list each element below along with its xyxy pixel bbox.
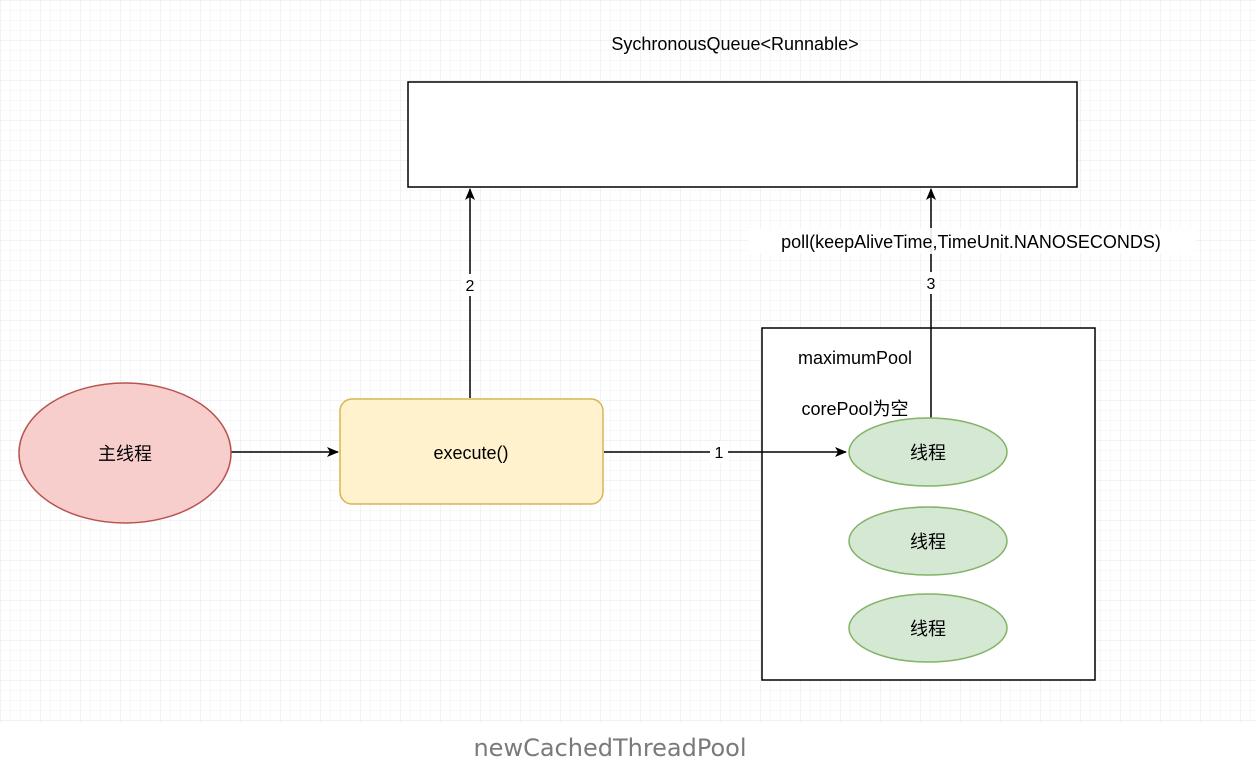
poll-label: poll(keepAliveTime,TimeUnit.NANOSECONDS) [781, 232, 1161, 252]
queue-label: SychronousQueue<Runnable> [611, 34, 858, 54]
maximum-pool-label: maximumPool [798, 348, 912, 368]
edge-label-2: 2 [466, 278, 475, 295]
thread-node-1[interactable] [848, 417, 1008, 487]
main-thread-node[interactable] [18, 382, 232, 524]
figure-caption: newCachedThreadPool [473, 734, 747, 762]
execute-node[interactable] [339, 398, 604, 505]
main-thread-label: 主线程 [98, 444, 152, 464]
thread-label-1: 线程 [910, 443, 946, 463]
edge-label-1: 1 [715, 445, 724, 462]
synchronous-queue-box[interactable] [407, 81, 1078, 188]
edge-label-3: 3 [927, 276, 936, 293]
thread-node-2[interactable] [848, 506, 1008, 576]
thread-label-2: 线程 [910, 532, 946, 552]
thread-node-3[interactable] [848, 593, 1008, 663]
thread-label-3: 线程 [910, 619, 946, 639]
core-pool-label: corePool为空 [801, 399, 908, 419]
execute-label: execute() [433, 443, 508, 463]
